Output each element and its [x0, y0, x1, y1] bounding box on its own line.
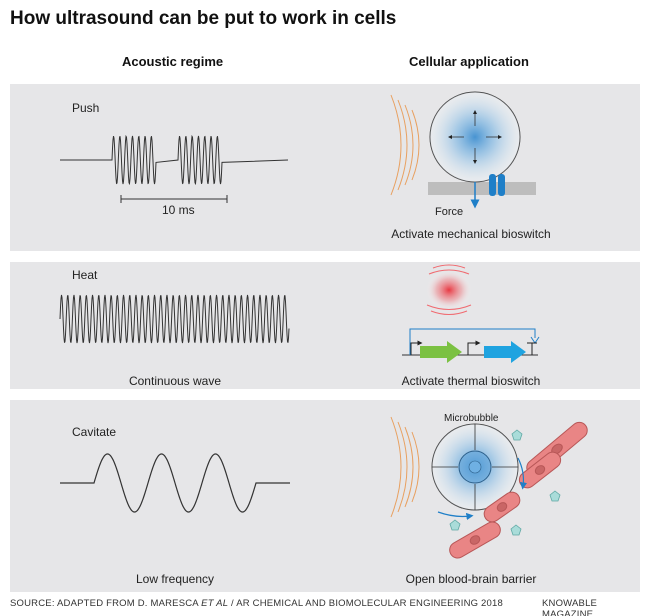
source-credit: SOURCE: ADAPTED FROM D. MARESCA ET AL / … — [10, 598, 503, 609]
low-frequency-waveform — [60, 453, 290, 513]
push-waveform — [60, 134, 289, 186]
wave-label-heat: Continuous wave — [128, 374, 222, 388]
gene-circuit — [402, 328, 540, 363]
force-label: Force — [435, 206, 464, 218]
blue-gene-icon — [484, 341, 526, 363]
application-label-heat: Activate thermal bioswitch — [401, 374, 541, 388]
panel-heat — [10, 262, 640, 389]
cell-push — [429, 91, 521, 183]
column-header-acoustic-regime: Acoustic regime — [122, 54, 224, 69]
time-scale-bar — [120, 195, 228, 203]
heat-focus-icon — [426, 264, 472, 315]
particle-pentagons — [449, 429, 561, 536]
scale-label: 10 ms — [162, 203, 195, 217]
cell-cavitate — [431, 423, 519, 511]
application-label-push: Activate mechanical bioswitch — [391, 227, 551, 241]
flow-arrows — [437, 457, 528, 521]
application-label-cavitate: Open blood-brain barrier — [405, 572, 537, 586]
ultrasound-arcs-cavitate — [390, 416, 420, 518]
microbubble-label: Microbubble — [444, 413, 499, 424]
regime-label-cavitate: Cavitate — [72, 425, 117, 439]
publisher-credit: KNOWABLE MAGAZINE — [542, 598, 598, 616]
regime-label-heat: Heat — [72, 268, 98, 282]
mechanosensitive-channel-icon — [489, 174, 505, 196]
panel-cavitate — [10, 400, 640, 592]
ultrasound-arcs-push — [390, 94, 420, 196]
membrane-substrate — [428, 182, 536, 195]
continuous-waveform — [59, 294, 290, 344]
green-gene-icon — [420, 341, 462, 363]
wave-label-cavitate: Low frequency — [135, 572, 215, 586]
page-title: How ultrasound can be put to work in cel… — [10, 8, 397, 29]
column-header-cellular-application: Cellular application — [409, 54, 529, 69]
endothelial-cells — [449, 421, 588, 559]
regime-label-push: Push — [72, 101, 100, 115]
